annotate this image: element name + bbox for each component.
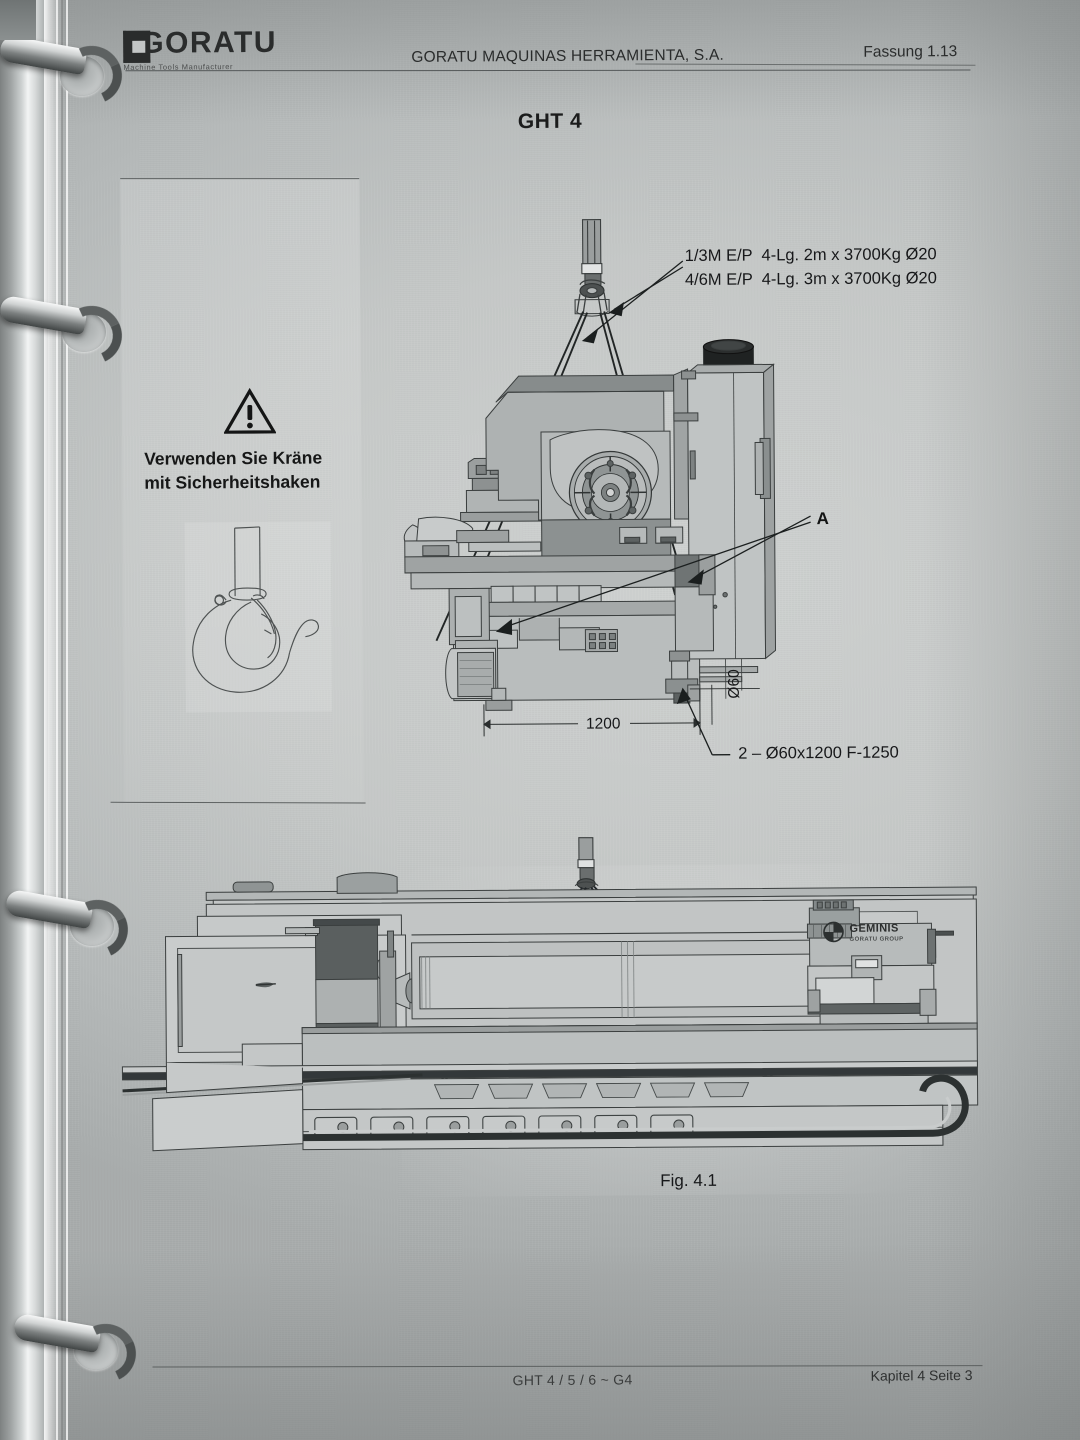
spine-label-holder — [0, 0, 36, 40]
binder-ring-3[interactable] — [6, 888, 124, 944]
brand-plate-name: GEMINIS — [849, 922, 899, 935]
dimension-diameter-60: Ø60 — [725, 669, 743, 699]
bar-callout: 2 – Ø60x1200 F-1250 — [738, 743, 899, 763]
sling-spec-note: 1/3M E/P 4-Lg. 2m x 3700Kg Ø20 4/6M E/P … — [685, 243, 937, 293]
binder-spine — [0, 0, 48, 1440]
spine-crease-2 — [66, 0, 68, 1440]
sling-spec-line-2: 4/6M E/P 4-Lg. 3m x 3700Kg Ø20 — [684, 269, 937, 289]
brand-plate-sub: GORATU GROUP — [849, 936, 904, 943]
sheet-edge-highlight — [44, 0, 66, 1440]
footer-right: Kapitel 4 Seite 3 — [870, 1366, 973, 1384]
bottom-machine-drawing — [121, 837, 979, 1152]
footer-rule — [152, 1365, 983, 1368]
dimension-1200: 1200 — [585, 715, 621, 733]
binder-ring-4[interactable] — [14, 1312, 132, 1368]
footer-left: GHT 4 / 5 / 6 ~ G4 — [512, 1371, 633, 1389]
binder-ring-1[interactable] — [0, 34, 118, 90]
warning-triangle-icon — [223, 387, 276, 434]
sling-spec-line-1: 1/3M E/P 4-Lg. 2m x 3700Kg Ø20 — [684, 245, 937, 265]
detail-label-a: A — [816, 508, 829, 529]
binder-ring-2[interactable] — [0, 294, 118, 350]
figure-caption: Fig. 4.1 — [660, 1170, 717, 1191]
safety-hook-illustration — [192, 526, 319, 693]
top-assembly-drawing — [403, 219, 811, 756]
machine-brand-plate: GEMINIS GORATU GROUP — [821, 919, 921, 957]
